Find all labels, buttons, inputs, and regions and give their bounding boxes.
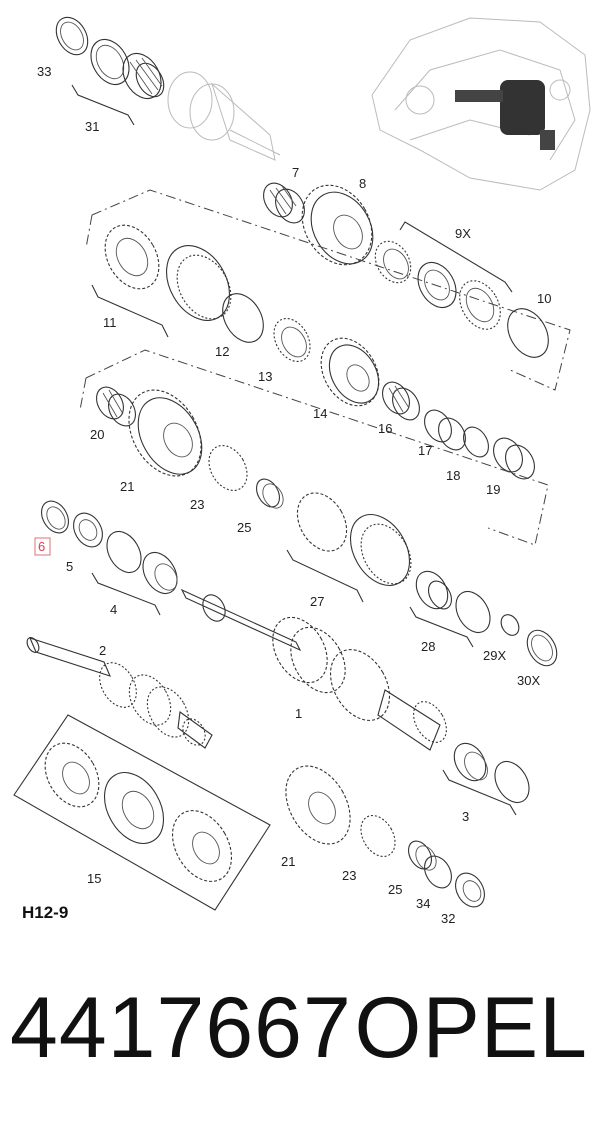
transmission-housing-illustration	[371, 17, 591, 191]
callout-18: 18	[446, 468, 460, 483]
callout-28: 28	[421, 639, 435, 654]
part-20-needle-bearing	[96, 386, 136, 427]
part-25-spring-upper	[255, 478, 284, 509]
callout-19: 19	[486, 482, 500, 497]
part-7-needle-bearing	[263, 182, 305, 224]
part-5-washer	[73, 512, 103, 548]
bracket-4	[91, 572, 161, 616]
part-13-synchro-ring	[273, 317, 311, 363]
callout-10: 10	[537, 291, 551, 306]
bracket-11	[91, 284, 169, 338]
callout-6-highlight-box	[34, 537, 51, 556]
part-25-spring-lower	[407, 840, 437, 871]
part-1-mainshaft	[180, 588, 447, 751]
part-17-bushing	[424, 409, 466, 451]
callout-21-upper: 21	[120, 479, 134, 494]
bracket-3	[442, 769, 517, 816]
callout-4: 4	[110, 602, 117, 617]
callout-17: 17	[418, 443, 432, 458]
part-29x-clip	[500, 614, 520, 636]
part-number: 4417667	[10, 980, 352, 1076]
callout-31: 31	[85, 119, 99, 134]
group-frame-middle	[85, 349, 549, 546]
callout-29x: 29X	[483, 648, 506, 663]
callout-34: 34	[416, 896, 430, 911]
part-6-ring	[41, 500, 69, 534]
input-shaft-faint	[167, 71, 281, 161]
part-4-bearing	[106, 530, 178, 595]
part-28-bearing	[415, 570, 491, 634]
callout-20: 20	[90, 427, 104, 442]
diagram-code: H12-9	[22, 903, 68, 922]
group-frame-middle-edge	[79, 377, 87, 411]
group-frame-upper	[91, 189, 571, 391]
part-23-synchro-ring-upper	[208, 444, 248, 492]
part-19-bushing	[493, 437, 535, 480]
part-32-bearing	[455, 872, 485, 908]
callout-7: 7	[292, 165, 299, 180]
callout-2: 2	[99, 643, 106, 658]
bracket-27	[286, 549, 364, 603]
callout-25-lower: 25	[388, 882, 402, 897]
callout-12: 12	[215, 344, 229, 359]
bracket-9x	[399, 221, 513, 293]
callout-9x: 9X	[455, 226, 471, 241]
callout-27: 27	[310, 594, 324, 609]
part-14-gear	[320, 337, 380, 407]
callout-21-lower: 21	[281, 854, 295, 869]
callout-30x: 30X	[517, 673, 540, 688]
callout-15: 15	[87, 871, 101, 886]
part-21-gear-upper	[128, 389, 203, 477]
part-3-bearing	[453, 742, 530, 804]
callout-5: 5	[66, 559, 73, 574]
group-frame-15	[13, 714, 271, 911]
part-15-gear-set	[44, 742, 233, 882]
part-34-snap-ring	[424, 855, 452, 889]
callout-13: 13	[258, 369, 272, 384]
part-31-bearing	[90, 38, 165, 100]
part-27-synchro-hub	[296, 492, 412, 586]
part-11-synchro-hub	[104, 224, 232, 321]
callout-8: 8	[359, 176, 366, 191]
bracket-28	[409, 606, 474, 648]
part-10-shim	[507, 308, 549, 358]
callout-32: 32	[441, 911, 455, 926]
group-frame-upper-edge	[85, 214, 93, 249]
part-8-gear	[301, 184, 374, 266]
callout-1: 1	[295, 706, 302, 721]
callout-14: 14	[313, 406, 327, 421]
bracket-31	[71, 84, 135, 126]
part-16-needle-bearing	[382, 381, 420, 421]
callout-11: 11	[103, 315, 117, 330]
callout-16: 16	[378, 421, 392, 436]
callout-25-upper: 25	[237, 520, 251, 535]
part-9x-synchro-set	[374, 240, 501, 330]
callout-33: 33	[37, 64, 51, 79]
part-2-input-shaft	[26, 637, 213, 749]
exploded-gearbox-diagram: 33 31 7 8 9X 10 11 12 13 14 16 17 18 19 …	[13, 16, 591, 926]
shaft-silhouette	[500, 80, 545, 135]
part-18-thrust-washer	[463, 426, 489, 458]
part-12-shim	[222, 293, 264, 343]
part-21-gear-lower	[285, 765, 351, 845]
callout-6: 6	[38, 539, 45, 554]
callout-23-upper: 23	[190, 497, 204, 512]
callout-3: 3	[462, 809, 469, 824]
part-23-synchro-ring-lower	[360, 814, 396, 858]
brand-name: OPEL	[354, 980, 588, 1076]
callout-23-lower: 23	[342, 868, 356, 883]
part-30x-ring	[526, 629, 558, 667]
part-33-snap-ring	[55, 16, 89, 56]
